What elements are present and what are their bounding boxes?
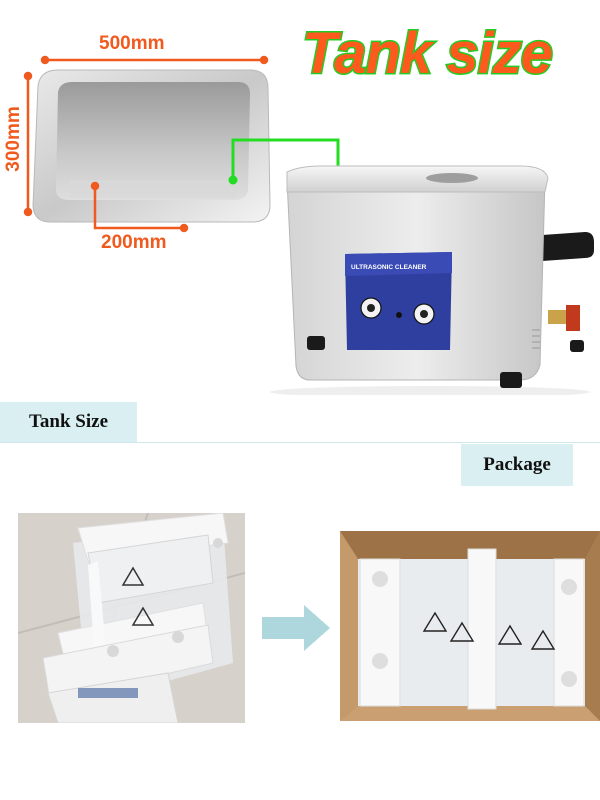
banner-title: Tank size [301,20,555,88]
tank-illustration: ULTRASONIC CLEANER [23,55,594,398]
ultrasonic-cleaner-photo: ULTRASONIC CLEANER [270,165,594,398]
pointer-line [228,138,340,185]
section-package: Package [461,444,573,486]
depth-dimension-line [90,181,189,233]
right-arrow-icon [262,603,332,653]
width-dimension-line [23,71,33,217]
tank-size-figure: ULTRASONIC CLEANER Tank size 500mm 30 [0,0,600,398]
section-divider [0,442,600,443]
length-dimension-label: 500mm [99,33,165,54]
section-tank-size: Tank Size [0,402,137,442]
recycle-icon [422,611,556,650]
length-dimension-line [40,55,269,65]
package-photo-foam [18,513,245,723]
depth-dimension-label: 200mm [101,232,167,253]
package-photo-box [340,531,600,721]
panel-label: ULTRASONIC CLEANER [351,264,427,271]
width-dimension-label: 300mm [3,106,24,172]
